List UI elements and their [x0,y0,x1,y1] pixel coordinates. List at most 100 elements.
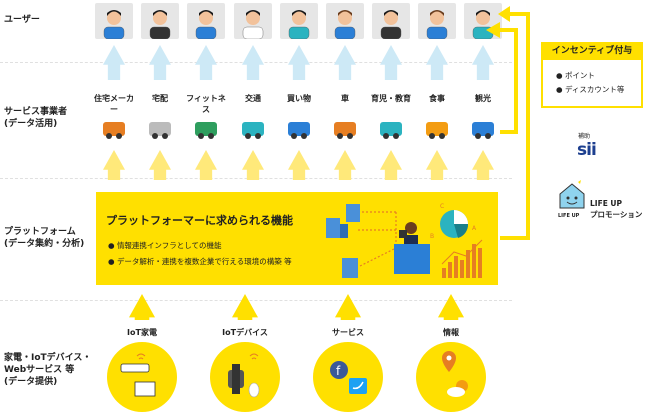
yellow-up-arrow [426,150,448,180]
chart-letter-c: C [440,203,444,210]
source-label: IoTデバイス [222,328,268,337]
child-icon [376,114,406,140]
car-icon [330,114,360,140]
user-avatar-icon [141,3,179,39]
runner-icon [191,114,221,140]
row-label-source: 家電・IoTデバイス・ Webサービス 等 (データ提供) [4,352,91,388]
loop-arrow-inner [500,28,518,134]
user-avatar-icon [187,3,225,39]
life-up-mascot-icon [559,180,585,209]
blue-up-arrow [242,45,264,80]
user-avatar-icon [95,3,133,39]
user-avatar-icon [280,3,318,39]
yellow-up-arrow [149,150,171,180]
user-avatar-icon [372,3,410,39]
row-label-service-line2: (データ活用) [4,119,58,129]
service-label: 住宅メーカー [94,94,134,114]
blue-up-arrow [380,45,402,80]
platform-bullet-2-text: データ解析・連携を複数企業で行える環境の構築 等 [116,257,292,266]
platform-bullet-1-text: 情報連携インフラとしての機能 [116,241,222,250]
row-label-platform-line1: プラットフォーム [4,227,76,237]
source-circle-service: f [313,342,383,412]
loop-arrow-outer [500,12,530,240]
house-icon [99,114,129,140]
source-circle-iot-appliance [107,342,177,412]
service-label: 買い物 [287,94,311,103]
sii-logo: sii [577,140,597,160]
user-avatar-icon [234,3,272,39]
loop-arrow-head [486,22,500,38]
service-label: 車 [341,94,349,103]
incentive-item: ● ポイント [556,71,595,80]
building-icon [326,204,360,278]
user-avatar-icon [464,3,502,39]
source-circle-iot-device [210,342,280,412]
burger-icon [422,114,452,140]
yellow-up-arrow [288,150,310,180]
yellow-up-arrow [103,150,125,180]
source-label: IoT家電 [127,328,157,337]
yellow-up-arrow [195,150,217,180]
source-circle-information [416,342,486,412]
user-avatar-icon [326,3,364,39]
blue-up-arrow [426,45,448,80]
blue-up-arrow [472,45,494,80]
yellow-up-arrow [472,150,494,180]
source-label: 情報 [443,328,459,337]
platform-title: プラットフォーマーに求められる機能 [106,214,293,227]
user-avatar-icon [418,3,456,39]
row-label-platform: プラットフォーム (データ集約・分析) [4,226,84,250]
incentive-title: インセンティブ付与 [541,42,643,60]
appliance-icon [120,353,156,397]
incentive-item-text: ポイント [564,71,595,80]
service-label: 食事 [429,94,445,103]
pie-chart-icon [440,210,469,238]
bar-chart-icon [441,239,483,278]
row-label-platform-line2: (データ集約・分析) [4,239,85,249]
service-label: 宅配 [152,94,168,103]
bus-icon [238,114,268,140]
dotted-connector-icon [358,211,397,267]
yellow-up-arrow [334,150,356,180]
life-up-promotion-line2: プロモーション [590,210,643,219]
social-service-icon: f [330,361,367,394]
incentive-item-text: ディスカウント等 [564,85,625,94]
service-label: 交通 [245,94,261,103]
blue-up-arrow [103,45,125,80]
person-at-desk-icon [394,222,430,274]
shopping-bag-icon [284,114,314,140]
yellow-up-arrow [438,294,464,320]
suitcase-icon [468,114,498,140]
blue-up-arrow [149,45,171,80]
yellow-up-arrow [380,150,402,180]
row-label-source-line3: (データ提供) [4,377,58,387]
row-label-users: ユーザー [4,15,40,25]
chart-letter-a: A [472,225,477,232]
life-up-promotion-line1: LIFE UP [590,199,623,208]
yellow-up-arrow [232,294,258,320]
loop-arrow-head [498,6,510,22]
service-label: 育児・教育 [371,94,411,103]
yellow-up-arrow [242,150,264,180]
blue-up-arrow [195,45,217,80]
chart-letter-b: B [430,233,434,240]
blue-up-arrow [288,45,310,80]
life-up-logo-text: LIFE UP [558,213,580,219]
service-label: フィットネス [186,94,226,114]
life-up-promotion-name: LIFE UP プロモーション [590,198,642,220]
platform-illustration: C B A [326,203,483,278]
source-label: サービス [332,328,364,337]
row-label-service-line1: サービス事業者 [4,107,68,117]
platform-bullet-1: ● 情報連携インフラとしての機能 [108,241,222,250]
row-label-source-line2: Webサービス 等 [4,365,75,375]
yellow-up-arrow [129,294,155,320]
platform-bullet-2: ● データ解析・連携を複数企業で行える環境の構築 等 [108,257,292,266]
service-label: 観光 [475,94,491,103]
delivery-truck-icon [145,114,175,140]
separator [0,300,512,301]
row-label-service: サービス事業者 (データ活用) [4,106,67,130]
sponsor-label: 補助 [578,133,591,140]
svg-text:f: f [336,364,341,378]
map-pin-weather-icon [442,351,468,397]
